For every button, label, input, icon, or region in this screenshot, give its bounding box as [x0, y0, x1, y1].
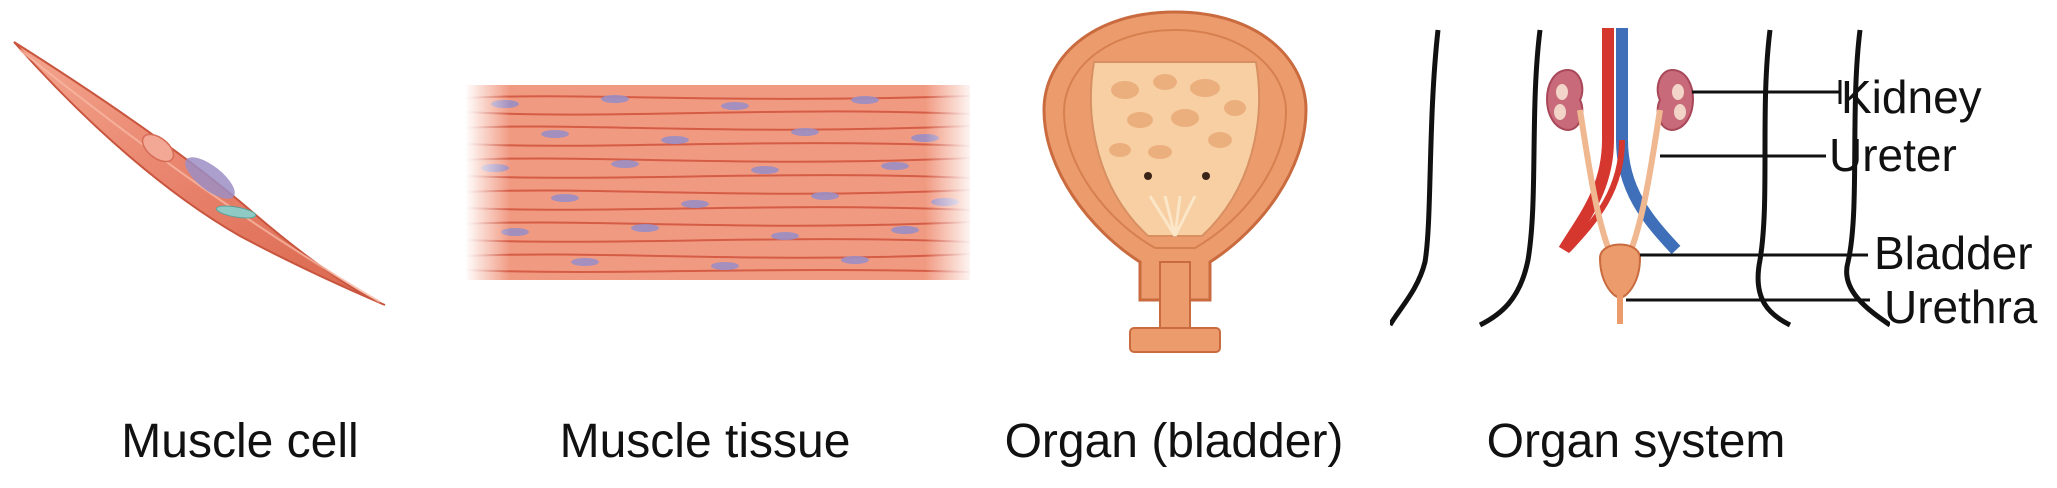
label-urethra: Urethra — [1884, 281, 2038, 333]
caption-muscle-cell: Muscle cell — [121, 415, 359, 468]
muscle-cell-illustration — [13, 41, 386, 306]
urinary-system-illustration — [1390, 28, 1890, 328]
ureter-opening-right — [1202, 172, 1210, 180]
muscle-cell-nucleus — [185, 157, 235, 199]
leader-lines — [1626, 80, 1870, 302]
muscle-cell-organelle — [215, 205, 257, 219]
ureters — [1577, 109, 1663, 260]
bladder-lumen — [1089, 61, 1261, 237]
vena-cava — [1616, 28, 1681, 255]
muscle-cell-mitochondrion — [141, 133, 175, 163]
system-bladder — [1598, 243, 1642, 300]
bladder-mucosa-patches — [1109, 74, 1246, 159]
caption-muscle-tissue: Muscle tissue — [559, 415, 851, 468]
ureter-opening-left — [1144, 172, 1152, 180]
muscle-tissue-illustration — [465, 80, 975, 285]
system-urethra — [1617, 296, 1623, 324]
bladder-trigone — [1148, 195, 1197, 237]
urethra-sphincter — [1129, 327, 1221, 353]
label-ureter: Ureter — [1829, 129, 1957, 181]
bladder-illustration — [1042, 10, 1308, 353]
caption-organ-bladder: Organ (bladder) — [1004, 415, 1344, 468]
body-outline — [1390, 29, 1890, 328]
label-kidney: Kidney — [1841, 71, 1982, 123]
label-bladder: Bladder — [1874, 227, 2033, 279]
caption-organ-system: Organ system — [1486, 415, 1786, 468]
